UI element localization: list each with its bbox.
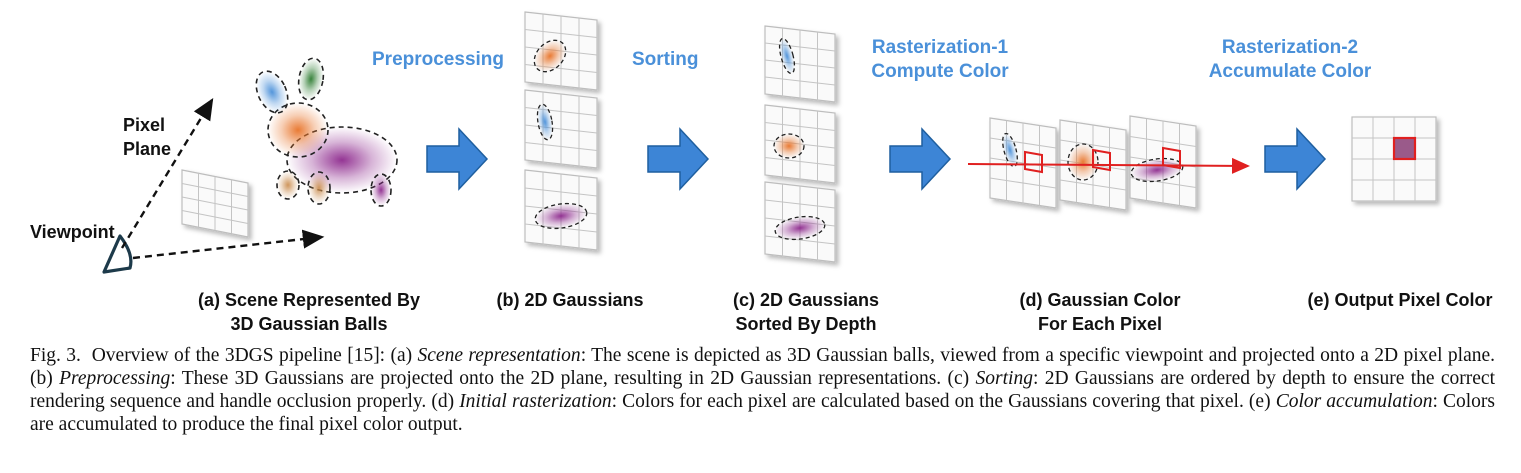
target-pixel (1092, 148, 1111, 172)
stage-title-raster1-line2: Compute Color (871, 61, 1009, 82)
caption-text-c: : 2D Gaussians are ordered by depth to e… (30, 368, 1495, 412)
pixel-label: Pixel (123, 115, 165, 135)
flow-arrow-1 (426, 127, 489, 191)
caption-text-d: : Colors for each pixel are calculated b… (611, 391, 1276, 412)
target-pixel (1024, 150, 1043, 174)
sorted-card-orange (764, 104, 836, 184)
output-pixel (1392, 136, 1417, 161)
scene-panel: Pixel Plane Viewpoint (30, 57, 398, 274)
panel-label-d-line1: (d) Gaussian Color (1019, 290, 1181, 310)
gaussian-blob (536, 103, 554, 141)
caption-text-e: : Colors are accumulated to produce the … (30, 391, 1495, 435)
flow-arrow-2 (647, 127, 710, 191)
gaussian-card-orange (524, 11, 598, 91)
output-pixel-panel (1351, 116, 1437, 202)
panel-label-a-line2: 3D Gaussian Balls (230, 314, 388, 334)
gaussian-blob (778, 37, 796, 75)
plane-label: Plane (123, 139, 171, 159)
pixel-color-panel (967, 115, 1250, 211)
gaussian-bunny (255, 57, 398, 207)
stage-title-raster1-line1: Rasterization-1 (871, 37, 1009, 58)
flow-arrow-3 (889, 127, 952, 191)
caption-term-e: Color accumulation (1275, 391, 1433, 412)
pixel-ray (967, 157, 1250, 174)
caption-term-d: Initial rasterization (459, 391, 612, 412)
gaussian-blob (1067, 143, 1099, 181)
stage-title-sorting: Sorting (632, 49, 699, 70)
gaussian-blob (1002, 132, 1018, 168)
view-ray-right (132, 229, 325, 260)
sorted-card-purple (764, 181, 836, 263)
panel-label-a-line1: (a) Scene Represented By (197, 290, 421, 310)
view-ray-up (120, 97, 214, 249)
stage-title-preprocessing: Preprocessing (372, 49, 504, 70)
panel-label-d-line2: For Each Pixel (1037, 314, 1163, 334)
target-pixel (1162, 146, 1181, 170)
sorted-gaussians-panel (764, 25, 836, 263)
panel-label-c-line1: (c) 2D Gaussians (732, 290, 880, 310)
caption-term-b: Preprocessing (59, 368, 171, 389)
caption-term-a: Scene representation (417, 345, 581, 366)
flow-arrow-4 (1264, 127, 1327, 191)
pixel-plane (181, 169, 249, 238)
panel-label-b: (b) 2D Gaussians (496, 290, 644, 310)
gaussian-card-blue (524, 89, 598, 169)
gaussian-blob (773, 133, 805, 159)
gaussian-blob (533, 39, 567, 73)
stage-title-raster2-line1: Rasterization-2 (1221, 37, 1359, 58)
raster-card-blue (989, 117, 1057, 209)
gaussian-card-purple (524, 169, 598, 251)
panel-label-c-line2: Sorted By Depth (735, 314, 877, 334)
caption-text-b: : These 3D Gaussians are projected onto … (170, 368, 976, 389)
panel-label-e: (e) Output Pixel Color (1307, 290, 1493, 310)
caption-text-a: : The scene is depicted as 3D Gaussian b… (30, 345, 1496, 389)
viewpoint-label: Viewpoint (30, 222, 115, 242)
pipeline-diagram: Pixel Plane Viewpoint (30, 11, 1437, 274)
gaussians-2d-panel (524, 11, 598, 251)
sorted-card-blue (764, 25, 836, 103)
caption-fig-label: Fig. 3. (30, 345, 81, 366)
caption-term-c: Sorting (975, 368, 1033, 389)
figure-caption: Fig. 3. Overview of the 3DGS pipeline [1… (30, 344, 1495, 436)
gaussian-blob (534, 202, 588, 230)
caption-intro: Overview of the 3DGS pipeline [15]: (a) (91, 345, 418, 366)
pipeline-figure: Pixel Plane Viewpoint (30, 11, 1493, 334)
gaussian-blob (774, 215, 826, 241)
stage-title-raster2-line2: Accumulate Color (1208, 61, 1372, 82)
